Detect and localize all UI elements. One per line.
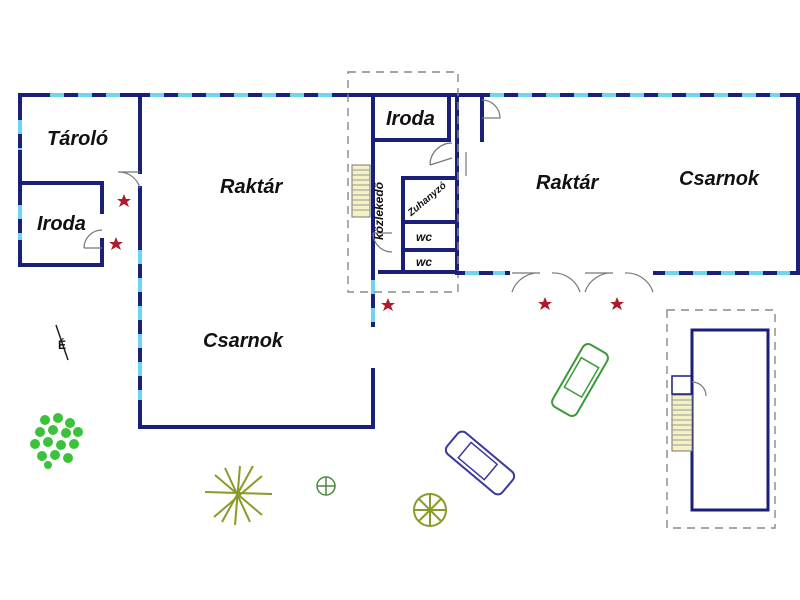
door-swing-icon (83, 99, 654, 293)
north-arrow-icon (55, 324, 69, 361)
outbuilding (666, 309, 776, 529)
right-hall (455, 93, 800, 275)
room-label-raktar-left: Raktár (220, 176, 283, 198)
room-label-raktar-right: Raktár (536, 172, 599, 194)
room-label-wc-1: wc (416, 230, 433, 244)
car-icon (551, 343, 609, 417)
bush-icon (30, 413, 83, 469)
room-label-kozlekedo: közlekedő (372, 181, 387, 241)
room-label-csarnok-right: Csarnok (679, 168, 760, 190)
tree-icon (413, 493, 447, 527)
north-label: É (58, 338, 67, 352)
middle-section (138, 71, 800, 327)
stairs-icon (351, 164, 371, 218)
car-icon (444, 430, 516, 496)
tree-icon (316, 476, 336, 496)
room-label-iroda-mid: Iroda (386, 108, 435, 130)
room-label-csarnok-left: Csarnok (203, 330, 284, 352)
room-label-tarolo: Tároló (47, 128, 109, 150)
entrance-star-icon (109, 194, 624, 311)
room-label-iroda-left: Iroda (37, 213, 86, 235)
room-label-wc-2: wc (416, 255, 433, 269)
tree-icon (204, 465, 273, 526)
